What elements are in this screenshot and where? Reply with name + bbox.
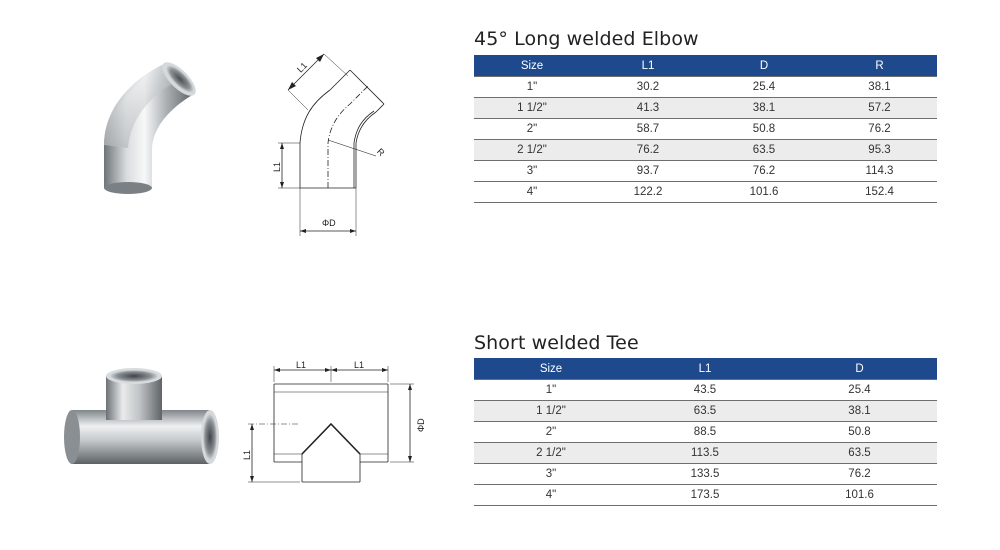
table-row: 4" 122.2 101.6 152.4 (474, 181, 937, 203)
tee-spec-table: Size L1 D 1" 43.5 25.4 1 1/2" 63.5 38.1 … (474, 358, 937, 506)
tee-dim-d: ΦD (416, 418, 426, 432)
table-row: 3" 93.7 76.2 114.3 (474, 160, 937, 182)
table-cell: 50.8 (706, 118, 822, 140)
table-row: 3" 133.5 76.2 (474, 463, 937, 485)
table-row: 4" 173.5 101.6 (474, 484, 937, 506)
table-cell: 101.6 (706, 181, 822, 203)
table-cell: 4" (474, 484, 628, 506)
table-cell: 63.5 (706, 139, 822, 161)
table-row: 2 1/2" 76.2 63.5 95.3 (474, 139, 937, 161)
table-cell: 25.4 (706, 76, 822, 98)
table-cell: 76.2 (706, 160, 822, 182)
table-cell: 41.3 (590, 97, 706, 119)
elbow-title: 45° Long welded Elbow (474, 28, 699, 50)
tee-col-d: D (782, 358, 937, 380)
elbow-section: L1 L1 R ΦD 45° Long welded Elbow Size L1… (104, 28, 937, 236)
table-cell: 2 1/2" (474, 139, 590, 161)
table-cell: 63.5 (628, 400, 782, 422)
table-cell: 76.2 (590, 139, 706, 161)
elbow-dim-r: R (375, 146, 387, 158)
table-row: 2 1/2" 113.5 63.5 (474, 442, 937, 464)
elbow-table-header: Size L1 D R (474, 55, 937, 77)
table-cell: 1 1/2" (474, 97, 590, 119)
table-cell: 173.5 (628, 484, 782, 506)
elbow-col-r: R (822, 55, 937, 77)
elbow-spec-table: Size L1 D R 1" 30.2 25.4 38.1 1 1/2" 41.… (474, 55, 937, 203)
table-cell: 114.3 (822, 160, 937, 182)
table-cell: 50.8 (782, 421, 937, 443)
table-cell: 95.3 (822, 139, 937, 161)
table-cell: 1" (474, 379, 628, 401)
table-cell: 2 1/2" (474, 442, 628, 464)
tee-dim-l1-side: L1 (242, 450, 252, 460)
elbow-dim-l1-side: L1 (272, 162, 282, 172)
table-cell: 38.1 (706, 97, 822, 119)
table-cell: 38.1 (822, 76, 937, 98)
elbow-dim-l1-top: L1 (295, 60, 309, 74)
table-cell: 2" (474, 118, 590, 140)
table-cell: 58.7 (590, 118, 706, 140)
table-row: 1 1/2" 63.5 38.1 (474, 400, 937, 422)
elbow-dim-d: ΦD (322, 218, 336, 228)
tee-table-header: Size L1 D (474, 358, 937, 380)
table-cell: 1 1/2" (474, 400, 628, 422)
tee-dim-l1-left: L1 (296, 360, 306, 370)
table-cell: 93.7 (590, 160, 706, 182)
table-cell: 2" (474, 421, 628, 443)
table-cell: 88.5 (628, 421, 782, 443)
table-cell: 25.4 (782, 379, 937, 401)
table-cell: 43.5 (628, 379, 782, 401)
table-cell: 3" (474, 463, 628, 485)
tee-photo (64, 368, 219, 464)
tee-drawing: L1 L1 L1 ΦD (242, 360, 426, 483)
table-cell: 76.2 (822, 118, 937, 140)
tee-dim-l1-right: L1 (354, 360, 364, 370)
tee-section: L1 L1 L1 ΦD Short welded Tee Size L1 D 1… (0, 300, 1000, 550)
elbow-col-d: D (706, 55, 822, 77)
table-cell: 38.1 (782, 400, 937, 422)
table-cell: 30.2 (590, 76, 706, 98)
table-cell: 152.4 (822, 181, 937, 203)
table-cell: 76.2 (782, 463, 937, 485)
elbow-col-l1: L1 (590, 55, 706, 77)
table-cell: 133.5 (628, 463, 782, 485)
elbow-photo (104, 62, 196, 194)
elbow-drawing: L1 L1 R ΦD (272, 53, 387, 236)
table-row: 2" 58.7 50.8 76.2 (474, 118, 937, 140)
table-cell: 1" (474, 76, 590, 98)
table-cell: 122.2 (590, 181, 706, 203)
table-cell: 4" (474, 181, 590, 203)
table-row: 2" 88.5 50.8 (474, 421, 937, 443)
table-row: 1 1/2" 41.3 38.1 57.2 (474, 97, 937, 119)
elbow-col-size: Size (474, 55, 590, 77)
table-row: 1" 43.5 25.4 (474, 379, 937, 401)
table-cell: 63.5 (782, 442, 937, 464)
tee-title: Short welded Tee (474, 332, 639, 354)
table-cell: 101.6 (782, 484, 937, 506)
table-cell: 3" (474, 160, 590, 182)
table-cell: 57.2 (822, 97, 937, 119)
tee-col-l1: L1 (628, 358, 782, 380)
tee-col-size: Size (474, 358, 628, 380)
table-row: 1" 30.2 25.4 38.1 (474, 76, 937, 98)
table-cell: 113.5 (628, 442, 782, 464)
